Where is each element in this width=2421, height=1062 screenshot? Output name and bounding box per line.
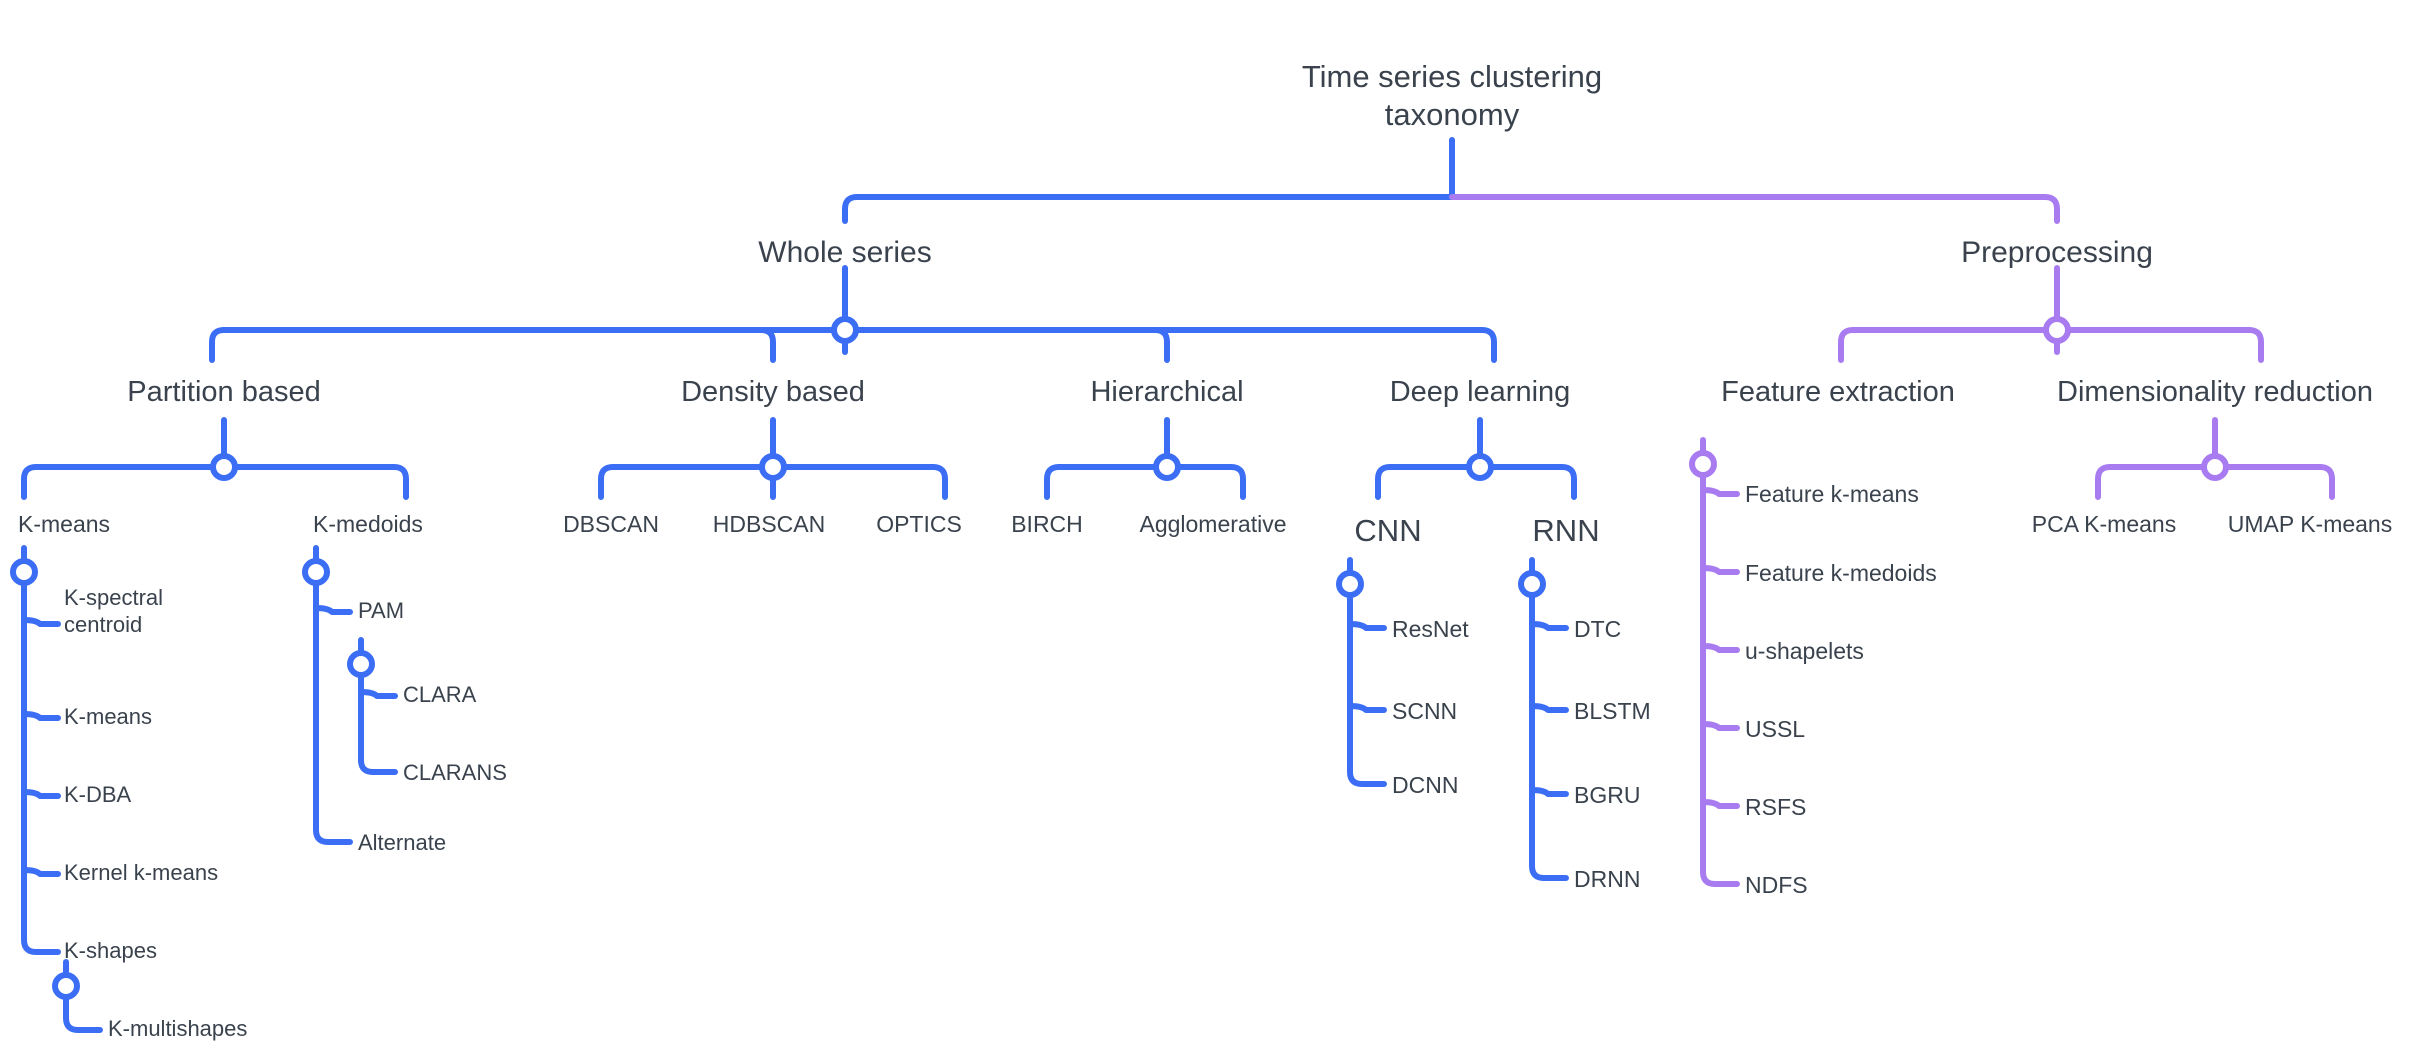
leaf-feature-k-means: Feature k-means bbox=[1745, 481, 1919, 507]
leaf-kernel-k-means: Kernel k-means bbox=[64, 860, 219, 885]
root-title: Time series clustering taxonomy bbox=[1242, 58, 1662, 134]
category-dimensionality-reduction: Dimensionality reduction bbox=[2057, 376, 2373, 408]
leaf-birch: BIRCH bbox=[1011, 511, 1083, 537]
leaf-agglomerative: Agglomerative bbox=[1139, 511, 1287, 537]
leaf-clarans: CLARANS bbox=[403, 760, 507, 785]
leaf-k-means: K-means bbox=[64, 704, 153, 729]
leaf-scnn: SCNN bbox=[1392, 698, 1458, 724]
root-title-line1: Time series clustering bbox=[1301, 59, 1603, 94]
leaf-bgru: BGRU bbox=[1574, 782, 1641, 808]
leaf-k-spectral-centroid-line1: K-spectral bbox=[64, 585, 164, 610]
category-feature-extraction: Feature extraction bbox=[1721, 376, 1955, 408]
leaf-k-multishapes: K-multishapes bbox=[108, 1016, 248, 1041]
leaf-feature-k-medoids: Feature k-medoids bbox=[1745, 560, 1937, 586]
leaf-dcnn: DCNN bbox=[1392, 772, 1459, 798]
leaf-hdbscan: HDBSCAN bbox=[712, 511, 826, 537]
leaf-alternate: Alternate bbox=[358, 830, 447, 855]
node-rnn: RNN bbox=[1532, 513, 1600, 548]
leaf-resnet: ResNet bbox=[1392, 616, 1469, 642]
leaf-optics: OPTICS bbox=[876, 511, 962, 537]
leaf-k-shapes: K-shapes bbox=[64, 938, 157, 963]
category-deep-learning: Deep learning bbox=[1389, 376, 1571, 408]
leaf-k-spectral-centroid: K-spectral centroid bbox=[64, 585, 163, 639]
leaf-blstm: BLSTM bbox=[1574, 698, 1651, 724]
leaf-pam: PAM bbox=[358, 598, 405, 623]
leaf-u-shapelets: u-shapelets bbox=[1745, 638, 1864, 664]
category-partition-based: Partition based bbox=[127, 376, 321, 408]
leaf-k-spectral-centroid-line2: centroid bbox=[64, 611, 143, 637]
leaf-ndfs: NDFS bbox=[1745, 872, 1808, 898]
branch-preprocessing: Preprocessing bbox=[1961, 236, 2153, 269]
category-density-based: Density based bbox=[681, 376, 865, 408]
leaf-dbscan: DBSCAN bbox=[563, 511, 659, 537]
branch-whole-series: Whole series bbox=[758, 236, 932, 269]
leaf-pca-k-means: PCA K-means bbox=[2031, 511, 2177, 537]
node-cnn: CNN bbox=[1354, 513, 1422, 548]
leaf-umap-k-means: UMAP K-means bbox=[2227, 511, 2393, 537]
node-k-medoids: K-medoids bbox=[313, 511, 423, 537]
node-k-means: K-means bbox=[18, 511, 111, 537]
leaf-drnn: DRNN bbox=[1574, 866, 1641, 892]
leaf-k-dba: K-DBA bbox=[64, 782, 132, 807]
root-title-line2: taxonomy bbox=[1384, 96, 1520, 132]
leaf-ussl: USSL bbox=[1745, 716, 1806, 742]
leaf-dtc: DTC bbox=[1574, 616, 1622, 642]
category-hierarchical: Hierarchical bbox=[1090, 376, 1244, 408]
leaf-clara: CLARA bbox=[403, 682, 477, 707]
leaf-rsfs: RSFS bbox=[1745, 794, 1807, 820]
